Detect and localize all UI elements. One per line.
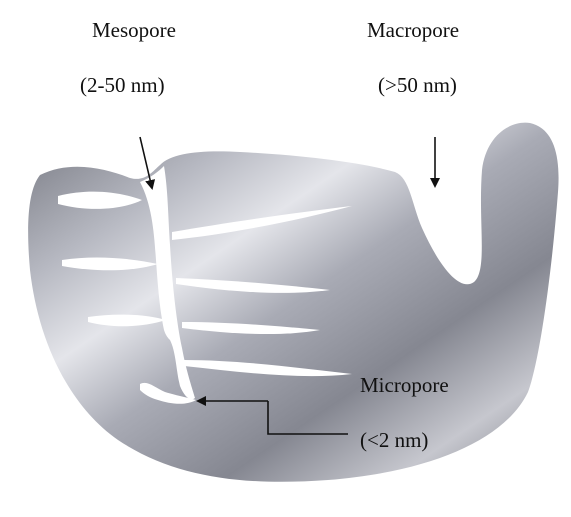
macropore-label: Macropore — [367, 20, 459, 41]
micropore-range-label: (<2 nm) — [360, 430, 428, 451]
micropore-label: Micropore — [360, 375, 449, 396]
mesopore-label: Mesopore — [92, 20, 176, 41]
macropore-range-label: (>50 nm) — [378, 75, 457, 96]
particle-body — [28, 123, 558, 482]
mesopore-range-label: (2-50 nm) — [80, 75, 165, 96]
